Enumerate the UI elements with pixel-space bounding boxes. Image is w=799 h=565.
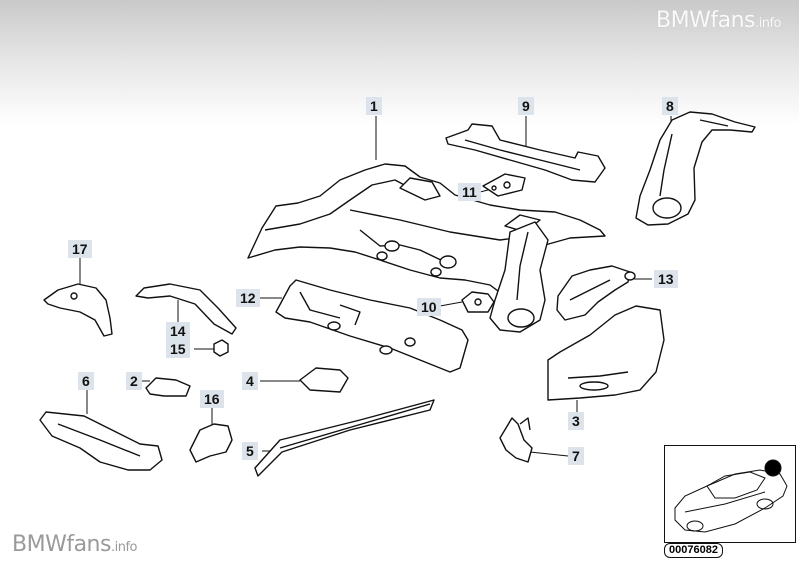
part-13-reinforcement [556, 265, 636, 321]
part-5-sill [254, 399, 435, 477]
callout-14: 14 [166, 322, 190, 340]
part-2-plate [145, 377, 191, 397]
callout-3: 3 [568, 412, 584, 430]
callout-9: 9 [518, 97, 534, 115]
watermark-suffix: .info [754, 16, 782, 31]
part-1-rear-leg [489, 221, 549, 333]
callout-13: 13 [654, 270, 678, 288]
part-8-wheelhouse [635, 111, 756, 226]
part-16-bracket [189, 423, 233, 463]
leader-lines [79, 116, 672, 457]
part-4-plate [299, 367, 349, 393]
callout-15: 15 [166, 340, 190, 358]
part-17-bracket [43, 283, 113, 337]
part-1-rear-frame [247, 163, 606, 301]
part-11-plate [482, 173, 526, 197]
car-silhouette [674, 459, 788, 533]
watermark-suffix: .info [110, 540, 138, 555]
callout-1: 1 [366, 97, 382, 115]
part-7-bracket [499, 417, 533, 463]
part-3-side-panel [547, 305, 665, 401]
callout-17: 17 [68, 240, 92, 258]
callout-12: 12 [236, 289, 260, 307]
part-15-nut [213, 339, 229, 357]
locator-inset [664, 445, 796, 543]
callout-6: 6 [78, 372, 94, 390]
callout-5: 5 [242, 442, 258, 460]
callout-8: 8 [662, 97, 678, 115]
part-9-cross-member [445, 123, 606, 183]
watermark-top: BMWfans.info [656, 8, 781, 33]
watermark-bottom: BMWfans.info [12, 532, 137, 557]
diagram-code: 00076082 [664, 543, 723, 558]
callout-11: 11 [458, 183, 481, 201]
location-marker-icon [764, 459, 782, 477]
callout-2: 2 [126, 372, 142, 390]
part-12-floor-panel [275, 279, 469, 373]
callout-4: 4 [242, 372, 258, 390]
callout-10: 10 [417, 298, 441, 316]
callout-16: 16 [200, 390, 224, 408]
callout-7: 7 [568, 447, 584, 465]
watermark-brand: BMWfans [656, 8, 755, 33]
part-10-bracket [461, 291, 495, 313]
part-14-strut [135, 283, 237, 335]
part-6-rail [39, 411, 163, 471]
watermark-brand: BMWfans [12, 532, 111, 557]
